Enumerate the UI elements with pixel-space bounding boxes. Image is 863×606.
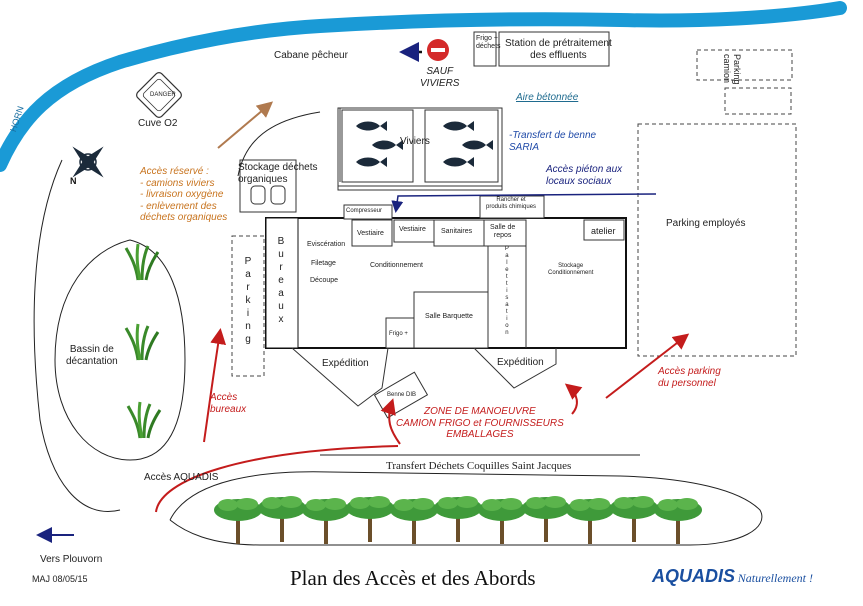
cuve-o2-sign: [136, 72, 182, 118]
salle-repos-label: Salle de repos: [490, 224, 516, 240]
date-note: MAJ 08/05/15: [32, 574, 88, 584]
viviers-enclosure: [337, 107, 503, 191]
bureaux-label: Bureaux: [275, 236, 287, 327]
frigo-dechets-label: Frigo + déchets: [476, 35, 501, 51]
expedition-1-label: Expédition: [322, 358, 369, 369]
compass-north-label: N: [70, 176, 77, 186]
acces-pieton-label: Accès piéton aux locaux sociaux: [546, 164, 623, 187]
parking-camion-zone-2: [724, 87, 792, 115]
brown-access-arrow: [217, 101, 274, 149]
benne-dib-label: Benne DIB: [387, 392, 417, 398]
zone-manoeuvre-arrow-right: [564, 383, 583, 415]
boundary-left: [33, 159, 121, 512]
tree-icon: [214, 498, 262, 544]
aire-betonnee-label: Aire bétonnée: [516, 92, 579, 103]
acces-bureaux-label: Accès bureaux: [210, 392, 247, 415]
acces-aquadis-label: Accès AQUADIS: [144, 472, 219, 483]
no-entry-sign: [427, 39, 449, 61]
bassin-label: Bassin de décantation: [66, 344, 118, 367]
parking-employes-zone: [637, 123, 797, 357]
parking-camion-label: Parking camion: [721, 54, 742, 85]
zone-manoeuvre-label: ZONE DE MANOEUVRE CAMION FRIGO et FOURNI…: [396, 406, 564, 440]
expedition-dock-2: [473, 347, 557, 389]
station-box: [498, 31, 610, 67]
frigo-plus-label: Frigo +: [389, 331, 408, 337]
tree-icon: [346, 496, 394, 542]
zone-manoeuvre-arrow-left: [380, 398, 401, 445]
sanitaires-label: Sanitaires: [441, 228, 473, 235]
tree-icon: [522, 496, 570, 542]
conditionnement-label: Conditionnement: [370, 262, 423, 269]
tree-icon: [478, 498, 526, 544]
logo-tagline: Naturellement !: [737, 571, 814, 585]
stockage-dechets-box: [239, 159, 297, 213]
stockage-dechets-label: Stockage déchets organiques: [238, 162, 318, 185]
cuve-sign-text: DANGER: [150, 92, 176, 98]
expedition-dock-1: [291, 347, 389, 407]
salle-barquette-label: Salle Barquette: [425, 313, 473, 320]
filetage-label: Filetage: [311, 260, 336, 267]
atelier-label: atelier: [591, 226, 616, 236]
station-label: Station de prétraitement des effluents: [505, 38, 612, 61]
parking-bureaux-label: Parking: [242, 256, 254, 347]
road-loop: [169, 471, 763, 546]
page-title: Plan des Accès et des Abords: [290, 566, 536, 590]
acces-reserve-label: Accès réservé : - camions viviers - livr…: [140, 166, 228, 223]
tree-icon: [302, 498, 350, 544]
compresseur-label: Compresseur: [346, 208, 383, 214]
pedestrian-access-arrow: [391, 193, 657, 213]
vestiaire-1-label: Vestiaire: [357, 230, 384, 237]
sauf-viviers-label: SAUF VIVIERS: [420, 66, 460, 89]
aquadis-logo: AQUADIS Naturellement !: [652, 566, 813, 587]
transfert-dechets-label: Transfert Déchets Coquilles Saint Jacque…: [386, 460, 572, 472]
logo-name: AQUADIS: [652, 566, 736, 586]
tree-icon: [610, 496, 658, 542]
road-top: [237, 111, 321, 177]
stockage-conditionnement-label: Stockage Conditionnement: [548, 263, 594, 276]
parking-bureaux-zone: [231, 235, 265, 377]
expedition-2-label: Expédition: [497, 357, 544, 368]
acces-parking-label: Accès parking du personnel: [658, 366, 721, 389]
compass-rose: [72, 146, 104, 178]
tree-icon: [434, 496, 482, 542]
decoupe-label: Découpe: [310, 277, 339, 284]
vestiaire-2-label: Vestiaire: [399, 226, 426, 233]
reed-icon: [124, 242, 160, 282]
palettisation-label: Palettisation: [503, 246, 510, 337]
tree-icon: [654, 498, 702, 544]
acces-parking-arrow: [605, 333, 690, 399]
acces-bureaux-arrow: [203, 328, 227, 443]
parking-camion-zone: [696, 49, 793, 81]
reed-icon: [126, 400, 162, 440]
vers-plouvorn-label: Vers Plouvorn: [40, 554, 103, 565]
tree-icon: [566, 498, 614, 544]
cabane-pecheur-label: Cabane pêcheur: [274, 50, 348, 61]
parking-employes-label: Parking employés: [666, 218, 746, 229]
viviers-label: Viviers: [400, 136, 430, 147]
evisceration-label: Eviscération: [307, 241, 346, 248]
rancher-label: Rancher et produits chimiques: [486, 197, 537, 210]
tree-icon: [258, 496, 306, 542]
cuve-o2-label: Cuve O2: [138, 118, 178, 129]
transfert-benne-label: -Transfert de benne SARIA: [509, 130, 597, 153]
frigo-dechets-box: [473, 31, 497, 67]
tree-icon: [390, 498, 438, 544]
acces-aquadis-arrow: [155, 445, 399, 513]
boundary-bassin: [54, 239, 186, 461]
river: [0, 1, 847, 172]
reed-icon: [124, 322, 160, 362]
